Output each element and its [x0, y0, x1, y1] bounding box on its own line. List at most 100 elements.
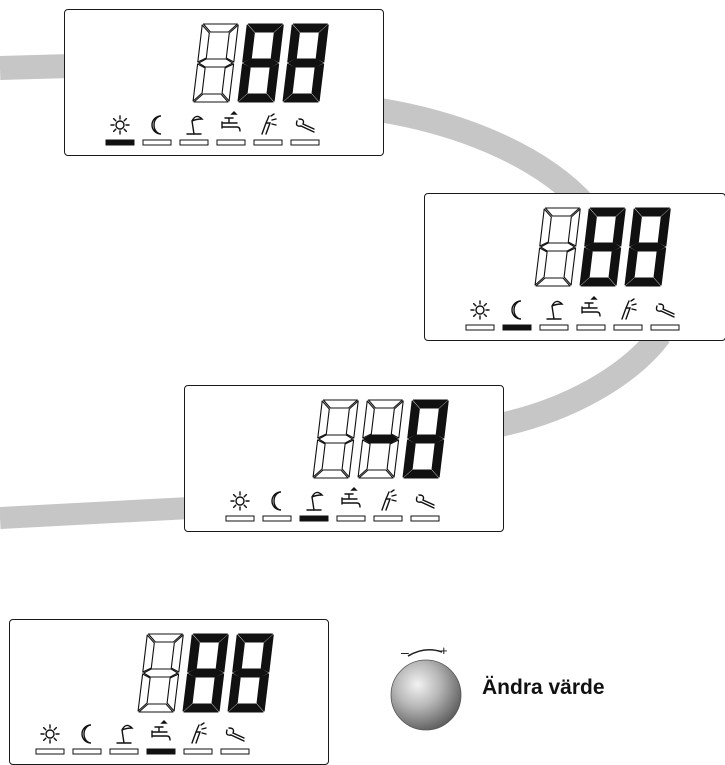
segment-a: [192, 633, 228, 643]
ribbon-segment-right: [378, 98, 594, 214]
wrench-indicator: [650, 324, 680, 331]
segment-b: [260, 634, 274, 673]
display-panel-3-digit-3: [402, 399, 449, 479]
segment-b: [435, 400, 449, 439]
segment-f: [197, 24, 210, 63]
hot-water-icon: [151, 720, 171, 741]
segment-a: [589, 207, 625, 217]
segment-g: [233, 668, 269, 678]
display-panel-2-digit-1: [534, 207, 581, 287]
segment-d: [580, 277, 616, 287]
segment-b: [215, 634, 229, 673]
sun-indicator: [225, 515, 255, 522]
segment-d: [193, 93, 229, 103]
vacation-indicator: [299, 515, 329, 522]
ribbon-segment-middle: [497, 327, 670, 437]
moon-icon: [271, 491, 282, 511]
vacation-indicator: [109, 748, 139, 755]
segment-e: [579, 247, 593, 286]
segment-c: [563, 247, 577, 286]
segment-e: [237, 63, 251, 102]
service-icon: [381, 489, 397, 511]
display-panel-4-digit-2: [182, 633, 229, 713]
segment-e: [357, 439, 371, 478]
segment-g: [198, 58, 234, 68]
segment-g: [188, 668, 224, 678]
service-indicator: [253, 139, 283, 146]
segment-f: [629, 208, 642, 247]
adjust-knob[interactable]: – +: [380, 640, 490, 750]
display-panel-2-digit-3: [624, 207, 671, 287]
service-icon: [261, 113, 277, 135]
segment-b: [315, 24, 329, 63]
ribbon-segment-bottom: [0, 497, 191, 529]
display-panel-1: [64, 9, 384, 156]
sun-icon: [230, 491, 250, 511]
display-panel-3-digit-2: [357, 399, 404, 479]
moon-icon: [81, 724, 92, 744]
segment-d: [138, 703, 174, 713]
segment-a: [202, 23, 238, 33]
segment-c: [608, 247, 622, 286]
segment-b: [170, 634, 184, 673]
moon-icon: [151, 115, 162, 135]
segment-e: [534, 247, 548, 286]
moon-indicator: [502, 324, 532, 331]
vacation-icon: [546, 300, 564, 320]
segment-c: [221, 63, 235, 102]
service-indicator: [183, 748, 213, 755]
vacation-indicator: [539, 324, 569, 331]
service-icon: [621, 298, 637, 320]
hot-water-indicator: [146, 748, 176, 755]
knob-dial[interactable]: [390, 659, 462, 731]
vacation-indicator: [179, 139, 209, 146]
display-panel-1-digit-3: [282, 23, 329, 103]
segment-c: [166, 673, 180, 712]
segment-f: [232, 634, 245, 673]
wrench-indicator: [410, 515, 440, 522]
segment-e: [402, 439, 416, 478]
segment-a: [367, 399, 403, 409]
moon-icon: [511, 300, 522, 320]
segment-c: [266, 63, 280, 102]
segment-g: [288, 58, 324, 68]
segment-b: [567, 208, 581, 247]
segment-a: [322, 399, 358, 409]
moon-indicator: [72, 748, 102, 755]
change-value-label: Ändra värde: [482, 676, 605, 699]
segment-e: [624, 247, 638, 286]
rotate-arrow-icon: [407, 648, 443, 657]
segment-g: [363, 434, 399, 444]
wrench-indicator: [220, 748, 250, 755]
sun-indicator: [465, 324, 495, 331]
segment-g: [318, 434, 354, 444]
segment-f: [584, 208, 597, 247]
segment-d: [358, 469, 394, 479]
segment-d: [183, 703, 219, 713]
service-indicator: [373, 515, 403, 522]
display-panel-4-digit-1: [137, 633, 184, 713]
segment-b: [657, 208, 671, 247]
segment-b: [612, 208, 626, 247]
moon-indicator: [142, 139, 172, 146]
segment-a: [412, 399, 448, 409]
segment-c: [256, 673, 270, 712]
sun-indicator: [105, 139, 135, 146]
segment-b: [225, 24, 239, 63]
segment-d: [403, 469, 439, 479]
segment-g: [243, 58, 279, 68]
display-panel-1-digit-1: [192, 23, 239, 103]
display-panel-1-digit-2: [237, 23, 284, 103]
display-panel-3-digit-1: [312, 399, 359, 479]
segment-c: [653, 247, 667, 286]
segment-b: [345, 400, 359, 439]
display-panel-4: [9, 619, 329, 765]
segment-a: [237, 633, 273, 643]
segment-a: [147, 633, 183, 643]
display-panel-2: [424, 193, 725, 341]
segment-d: [238, 93, 274, 103]
hot-water-indicator: [576, 324, 606, 331]
segment-a: [292, 23, 328, 33]
